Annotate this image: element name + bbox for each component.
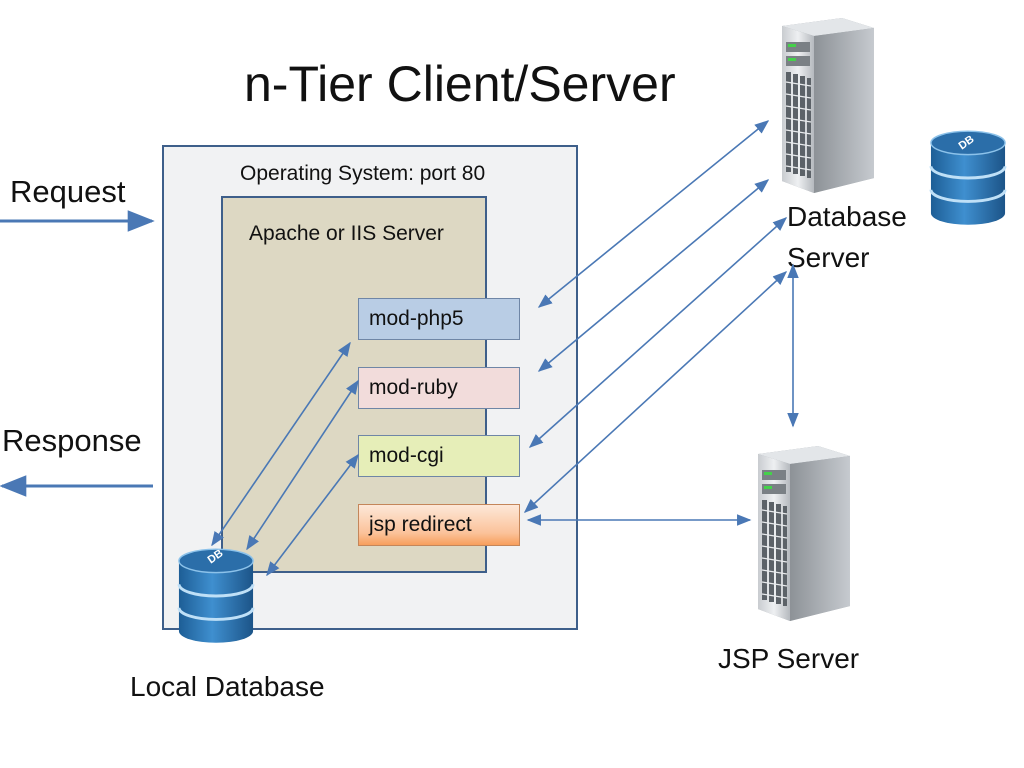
jsp-server-label: JSP Server bbox=[718, 643, 860, 674]
arrow-cgi-database-server bbox=[528, 217, 788, 448]
module-jsp-redirect: jsp redirect bbox=[358, 504, 520, 546]
jsp-server-icon bbox=[757, 446, 851, 621]
database-server-label-line2: Server bbox=[787, 242, 870, 273]
arrow-local-db-php5 bbox=[211, 341, 351, 547]
web-server-label: Apache or IIS Server bbox=[249, 222, 444, 245]
page-title: n-Tier Client/Server bbox=[244, 56, 676, 112]
module-ruby: mod-ruby bbox=[358, 367, 520, 409]
local-database-icon: DB bbox=[177, 547, 255, 645]
database-server-icon bbox=[781, 18, 875, 193]
arrow-local-db-ruby bbox=[246, 379, 359, 551]
arrow-ruby-database-server bbox=[537, 179, 770, 372]
database-cylinder-icon: DB bbox=[929, 129, 1007, 227]
arrow-jsp-database-server bbox=[523, 271, 788, 513]
database-server-label-line1: Database bbox=[787, 201, 907, 232]
module-php5: mod-php5 bbox=[358, 298, 520, 340]
response-label: Response bbox=[2, 423, 142, 458]
database-server-label: Database Server bbox=[787, 196, 907, 278]
local-database-label: Local Database bbox=[130, 671, 325, 702]
arrow-php5-database-server bbox=[537, 120, 770, 308]
arrow-local-db-cgi bbox=[266, 453, 359, 577]
request-label: Request bbox=[10, 174, 126, 209]
operating-system-label: Operating System: port 80 bbox=[240, 162, 486, 185]
module-cgi: mod-cgi bbox=[358, 435, 520, 477]
